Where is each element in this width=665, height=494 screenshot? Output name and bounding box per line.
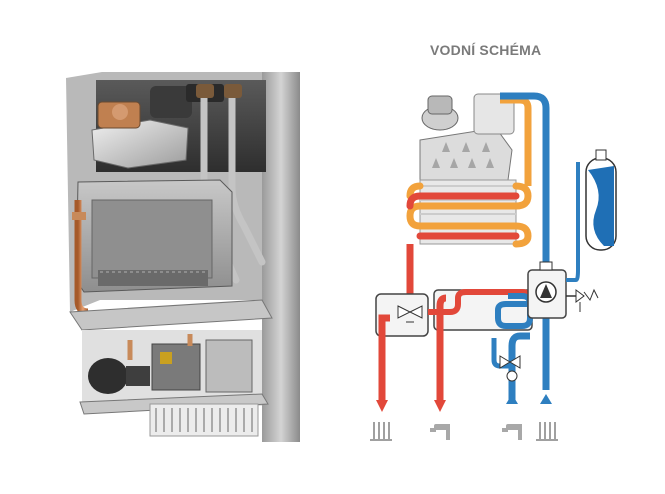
safety-valve: [566, 288, 599, 312]
pump-assembly: [527, 261, 567, 319]
expansion-vessel: [585, 149, 617, 251]
arrow-heating-flow: [376, 400, 388, 412]
main-heat-exchanger: [406, 179, 532, 248]
cold-water-pipe: [508, 332, 530, 402]
boiler-side-panel: [262, 72, 300, 442]
expansion-vessel-pipe: [566, 162, 580, 282]
arrow-dhw: [434, 400, 446, 412]
circulation-pump: [88, 358, 128, 394]
fan-unit: [91, 84, 224, 169]
boiler-illustration: [66, 72, 300, 442]
primary-flow-pipe: [500, 96, 532, 186]
flow-sensor: [506, 370, 518, 382]
plate-heat-exchanger: [205, 339, 253, 393]
diagram-title: VODNÍ SCHÉMA: [430, 42, 542, 58]
icon-radiator-return: [536, 422, 558, 441]
boiler-shelf: [69, 299, 273, 331]
boiler-lower-section: [82, 330, 262, 406]
gas-valve: [151, 343, 201, 391]
arrow-cold-water: [506, 394, 518, 404]
diverter-valve: [375, 293, 429, 337]
bottom-grille: [149, 403, 259, 437]
pipe-coupling: [72, 212, 86, 220]
dhw-plate-exchanger: [428, 289, 546, 402]
water-scheme: [370, 92, 617, 441]
flue-hood: [419, 93, 515, 181]
fill-valve: [499, 355, 521, 369]
icon-radiator-flow: [370, 422, 392, 441]
arrow-heating-return: [540, 394, 552, 404]
heating-return-pipe: [500, 92, 550, 390]
pipe-fittings: [196, 84, 242, 98]
outlet-heating-flow-pipe: [378, 314, 390, 402]
icon-tap-cold: [502, 424, 522, 440]
icon-tap-hot: [430, 424, 450, 440]
combustion-chamber: [75, 179, 233, 293]
